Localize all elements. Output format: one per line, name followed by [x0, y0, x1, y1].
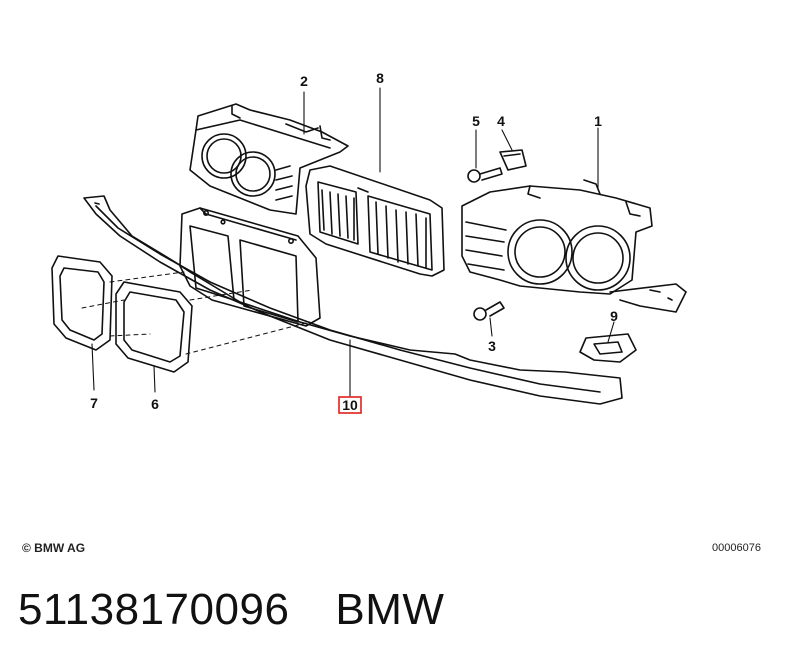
headlight-ring-part-7 — [51, 255, 113, 351]
screw-part-5 — [467, 167, 503, 183]
part-title: 51138170096 BMW — [18, 585, 444, 635]
headlamp-bezel-part-10 — [179, 207, 321, 327]
headlamp-housing-part-1 — [461, 179, 687, 313]
leader-lines — [91, 87, 615, 397]
copyright-notice: © BMW AG — [22, 541, 86, 555]
headlamp-housing-part-2 — [189, 103, 349, 215]
callout-5: 5 — [472, 113, 480, 129]
rivet-part-3 — [473, 301, 505, 321]
parts-diagram: 1 2 3 4 5 6 7 8 9 10 — [51, 70, 687, 414]
kidney-grille-part-8 — [305, 165, 445, 277]
callout-2: 2 — [300, 73, 308, 89]
callout-3: 3 — [488, 338, 496, 354]
callout-8: 8 — [376, 70, 384, 86]
headlight-ring-part-6 — [115, 281, 193, 373]
callout-10: 10 — [342, 397, 358, 413]
callout-10-highlight-box — [338, 396, 362, 414]
callout-4: 4 — [497, 113, 505, 129]
brand-name: BMW — [335, 585, 445, 634]
part-number: 51138170096 — [18, 585, 290, 634]
bracket-part-9 — [579, 333, 637, 363]
callout-9: 9 — [610, 308, 618, 324]
clip-part-4 — [499, 149, 527, 171]
callout-6: 6 — [151, 396, 159, 412]
callout-7: 7 — [90, 395, 98, 411]
alignment-lines — [81, 271, 311, 355]
callout-1: 1 — [594, 113, 602, 129]
document-number: 00006076 — [712, 542, 761, 554]
